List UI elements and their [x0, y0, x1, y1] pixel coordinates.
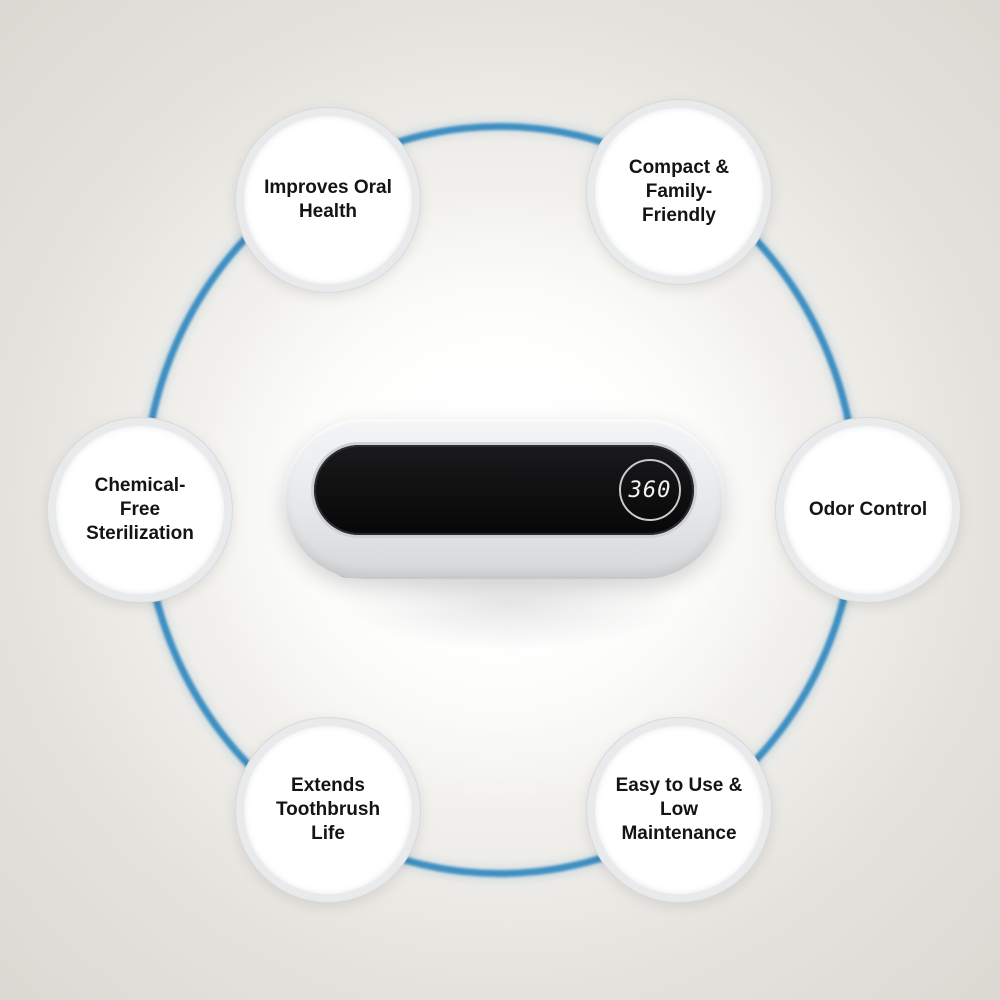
- feature-bubble-easy-use: Easy to Use & Low Maintenance: [587, 718, 771, 902]
- feature-bubble-toothbrush-life: Extends Toothbrush Life: [236, 718, 420, 902]
- device-readout-ring: 360: [619, 459, 681, 521]
- feature-bubble-compact: Compact & Family-Friendly: [587, 100, 771, 284]
- device-readout-text: 360: [628, 477, 672, 503]
- feature-label: Improves Oral Health: [264, 177, 392, 222]
- feature-bubble-chemical-free: Chemical-Free Sterilization: [48, 418, 232, 602]
- feature-bubble-oral-health: Improves Oral Health: [236, 108, 420, 292]
- feature-label: Compact & Family-Friendly: [628, 157, 730, 226]
- feature-label: Extends Toothbrush Life: [275, 775, 381, 844]
- feature-bubble-odor-control: Odor Control: [776, 418, 960, 602]
- feature-label: Odor Control: [808, 499, 928, 520]
- feature-label: Chemical-Free Sterilization: [86, 475, 194, 544]
- feature-label: Easy to Use & Low Maintenance: [615, 775, 743, 844]
